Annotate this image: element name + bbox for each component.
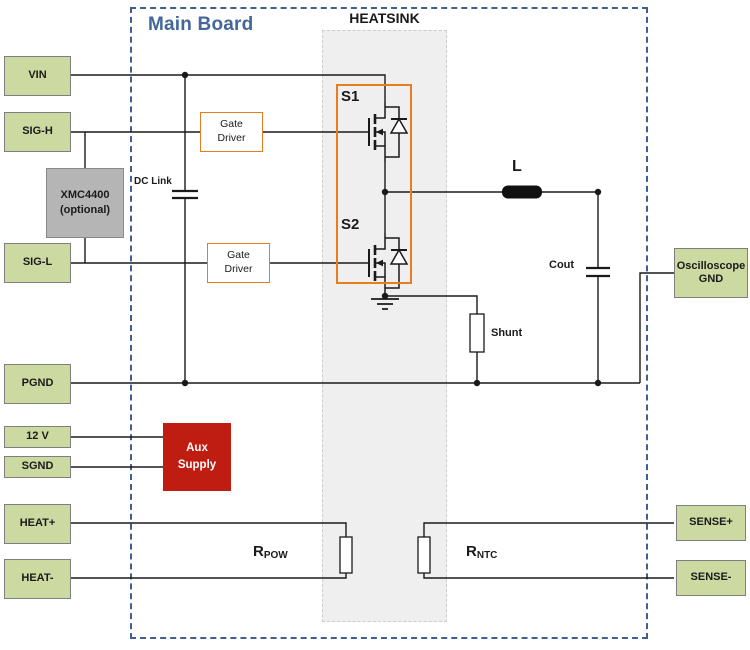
half-bridge-frame (336, 84, 412, 284)
connector-pgnd-label: PGND (21, 377, 54, 390)
connector-vin: VIN (4, 56, 71, 96)
wire-shunt (385, 295, 478, 383)
connector-sense-plus-label: SENSE+ (689, 516, 733, 529)
connector-oscilloscope-gnd-label-2: GND (698, 273, 724, 285)
xmc4400-block: XMC4400 (optional) (46, 168, 124, 238)
gate-driver-high-block: Gate Driver (200, 112, 263, 152)
connector-12v: 12 V (4, 426, 71, 448)
wire-heat-plus (71, 522, 347, 537)
connector-heat-minus: HEAT- (4, 559, 71, 599)
rpow-label: RPOW (253, 543, 288, 561)
inductor-icon (502, 185, 542, 199)
gate-driver-low-label-1: Gate (227, 249, 250, 262)
connector-heat-minus-label: HEAT- (21, 572, 54, 585)
connector-sig-h: SIG-H (4, 112, 71, 152)
shunt-label: Shunt (491, 327, 523, 339)
rntc-label: RNTC (466, 543, 497, 561)
junction-dots (181, 71, 602, 387)
main-board-outline (130, 7, 648, 639)
connector-12v-label: 12 V (26, 430, 49, 443)
gate-driver-low-block: Gate Driver (207, 243, 270, 283)
s1-label: S1 (341, 88, 360, 105)
connector-oscilloscope-gnd: Oscilloscope GND (674, 248, 748, 298)
wire-oscilloscope-gnd (639, 272, 674, 383)
rntc-label-sub: NTC (476, 550, 498, 561)
connector-oscilloscope-gnd-label-1: Oscilloscope (676, 259, 746, 272)
connector-sense-plus: SENSE+ (676, 505, 746, 541)
wire-heat-minus (71, 573, 347, 579)
heatsink-title: HEATSINK (349, 10, 420, 26)
connector-sig-l-label: SIG-L (22, 256, 53, 269)
connector-sense-minus: SENSE- (676, 560, 746, 596)
rpow-resistor-icon (339, 536, 353, 574)
aux-supply-block: Aux Supply (163, 423, 231, 491)
inductor-label: L (512, 158, 522, 175)
s2-label: S2 (341, 216, 360, 233)
connector-sig-l: SIG-L (4, 243, 71, 283)
connector-heat-plus: HEAT+ (4, 504, 71, 544)
aux-supply-label-1: Aux (186, 441, 208, 454)
gate-driver-high-label-2: Driver (217, 132, 246, 144)
connector-sig-h-label: SIG-H (22, 125, 53, 138)
wire-sense-plus (423, 522, 674, 537)
aux-supply-label-2: Supply (177, 459, 217, 471)
gate-driver-low-label-2: Driver (224, 263, 253, 275)
rntc-label-base: R (466, 543, 477, 560)
ground-icon (371, 298, 399, 310)
wire-vin (71, 74, 386, 102)
wire-sense-minus (423, 573, 674, 579)
connector-sgnd-label: SGND (21, 460, 54, 473)
connector-sense-minus-label: SENSE- (690, 571, 732, 584)
cout-label: Cout (549, 259, 575, 271)
dc-link-label: DC Link (134, 176, 172, 187)
connector-vin-label: VIN (28, 69, 47, 82)
rpow-label-sub: POW (263, 550, 288, 561)
dc-link-capacitor-icon (172, 189, 198, 200)
shunt-resistor-icon (469, 313, 485, 353)
connector-sgnd: SGND (4, 456, 71, 478)
main-board-title: Main Board (148, 14, 254, 35)
gate-driver-high-label-1: Gate (220, 118, 243, 131)
cout-capacitor-icon (586, 266, 610, 278)
connector-heat-plus-label: HEAT+ (19, 517, 56, 530)
xmc4400-optional-label: (optional) (59, 204, 111, 216)
rntc-resistor-icon (417, 536, 431, 574)
wiring (71, 74, 674, 579)
rpow-label-base: R (253, 543, 264, 560)
connector-pgnd: PGND (4, 364, 71, 404)
xmc4400-label: XMC4400 (60, 189, 110, 202)
